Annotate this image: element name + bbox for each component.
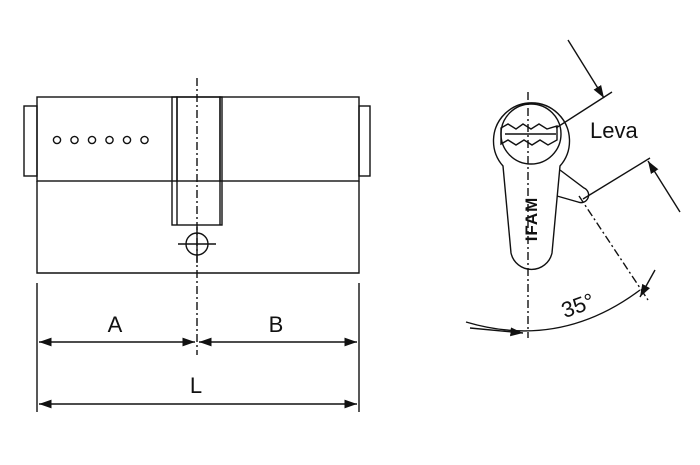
pin-hole [105,135,114,145]
pin-hole [87,135,97,145]
angle-arrow-left [469,327,524,337]
leva-dim-bottom [647,160,681,213]
pin-holes [52,135,149,145]
profile-outline [492,102,571,271]
cylinder-front-view [465,39,681,338]
cylinder-body [36,181,360,274]
angle-arc [465,289,641,332]
dimensions [36,283,360,412]
dim-b-label: B [269,312,284,337]
pin-hole [140,135,149,145]
leva-ext-top [555,91,613,129]
left-end-cap [23,105,38,177]
dim-l-label: L [190,373,202,398]
dim-a-label: A [108,312,123,337]
pin-hole [70,135,79,145]
leva-label: Leva [590,118,638,143]
cam-housing [176,96,221,182]
brand-label: IFAM [522,197,541,242]
keyway [500,123,558,146]
pin-hole [122,135,132,145]
angle-arrow-right [639,269,656,298]
cam-lever [556,169,590,204]
left-plug [36,96,178,182]
right-end-cap [358,105,371,177]
angle-ray [578,195,649,301]
leva-dim-top [567,39,605,99]
leva-ext-bottom [582,157,651,200]
cylinder-side-view [23,78,371,355]
right-plug [219,96,360,182]
pin-hole [52,135,62,145]
